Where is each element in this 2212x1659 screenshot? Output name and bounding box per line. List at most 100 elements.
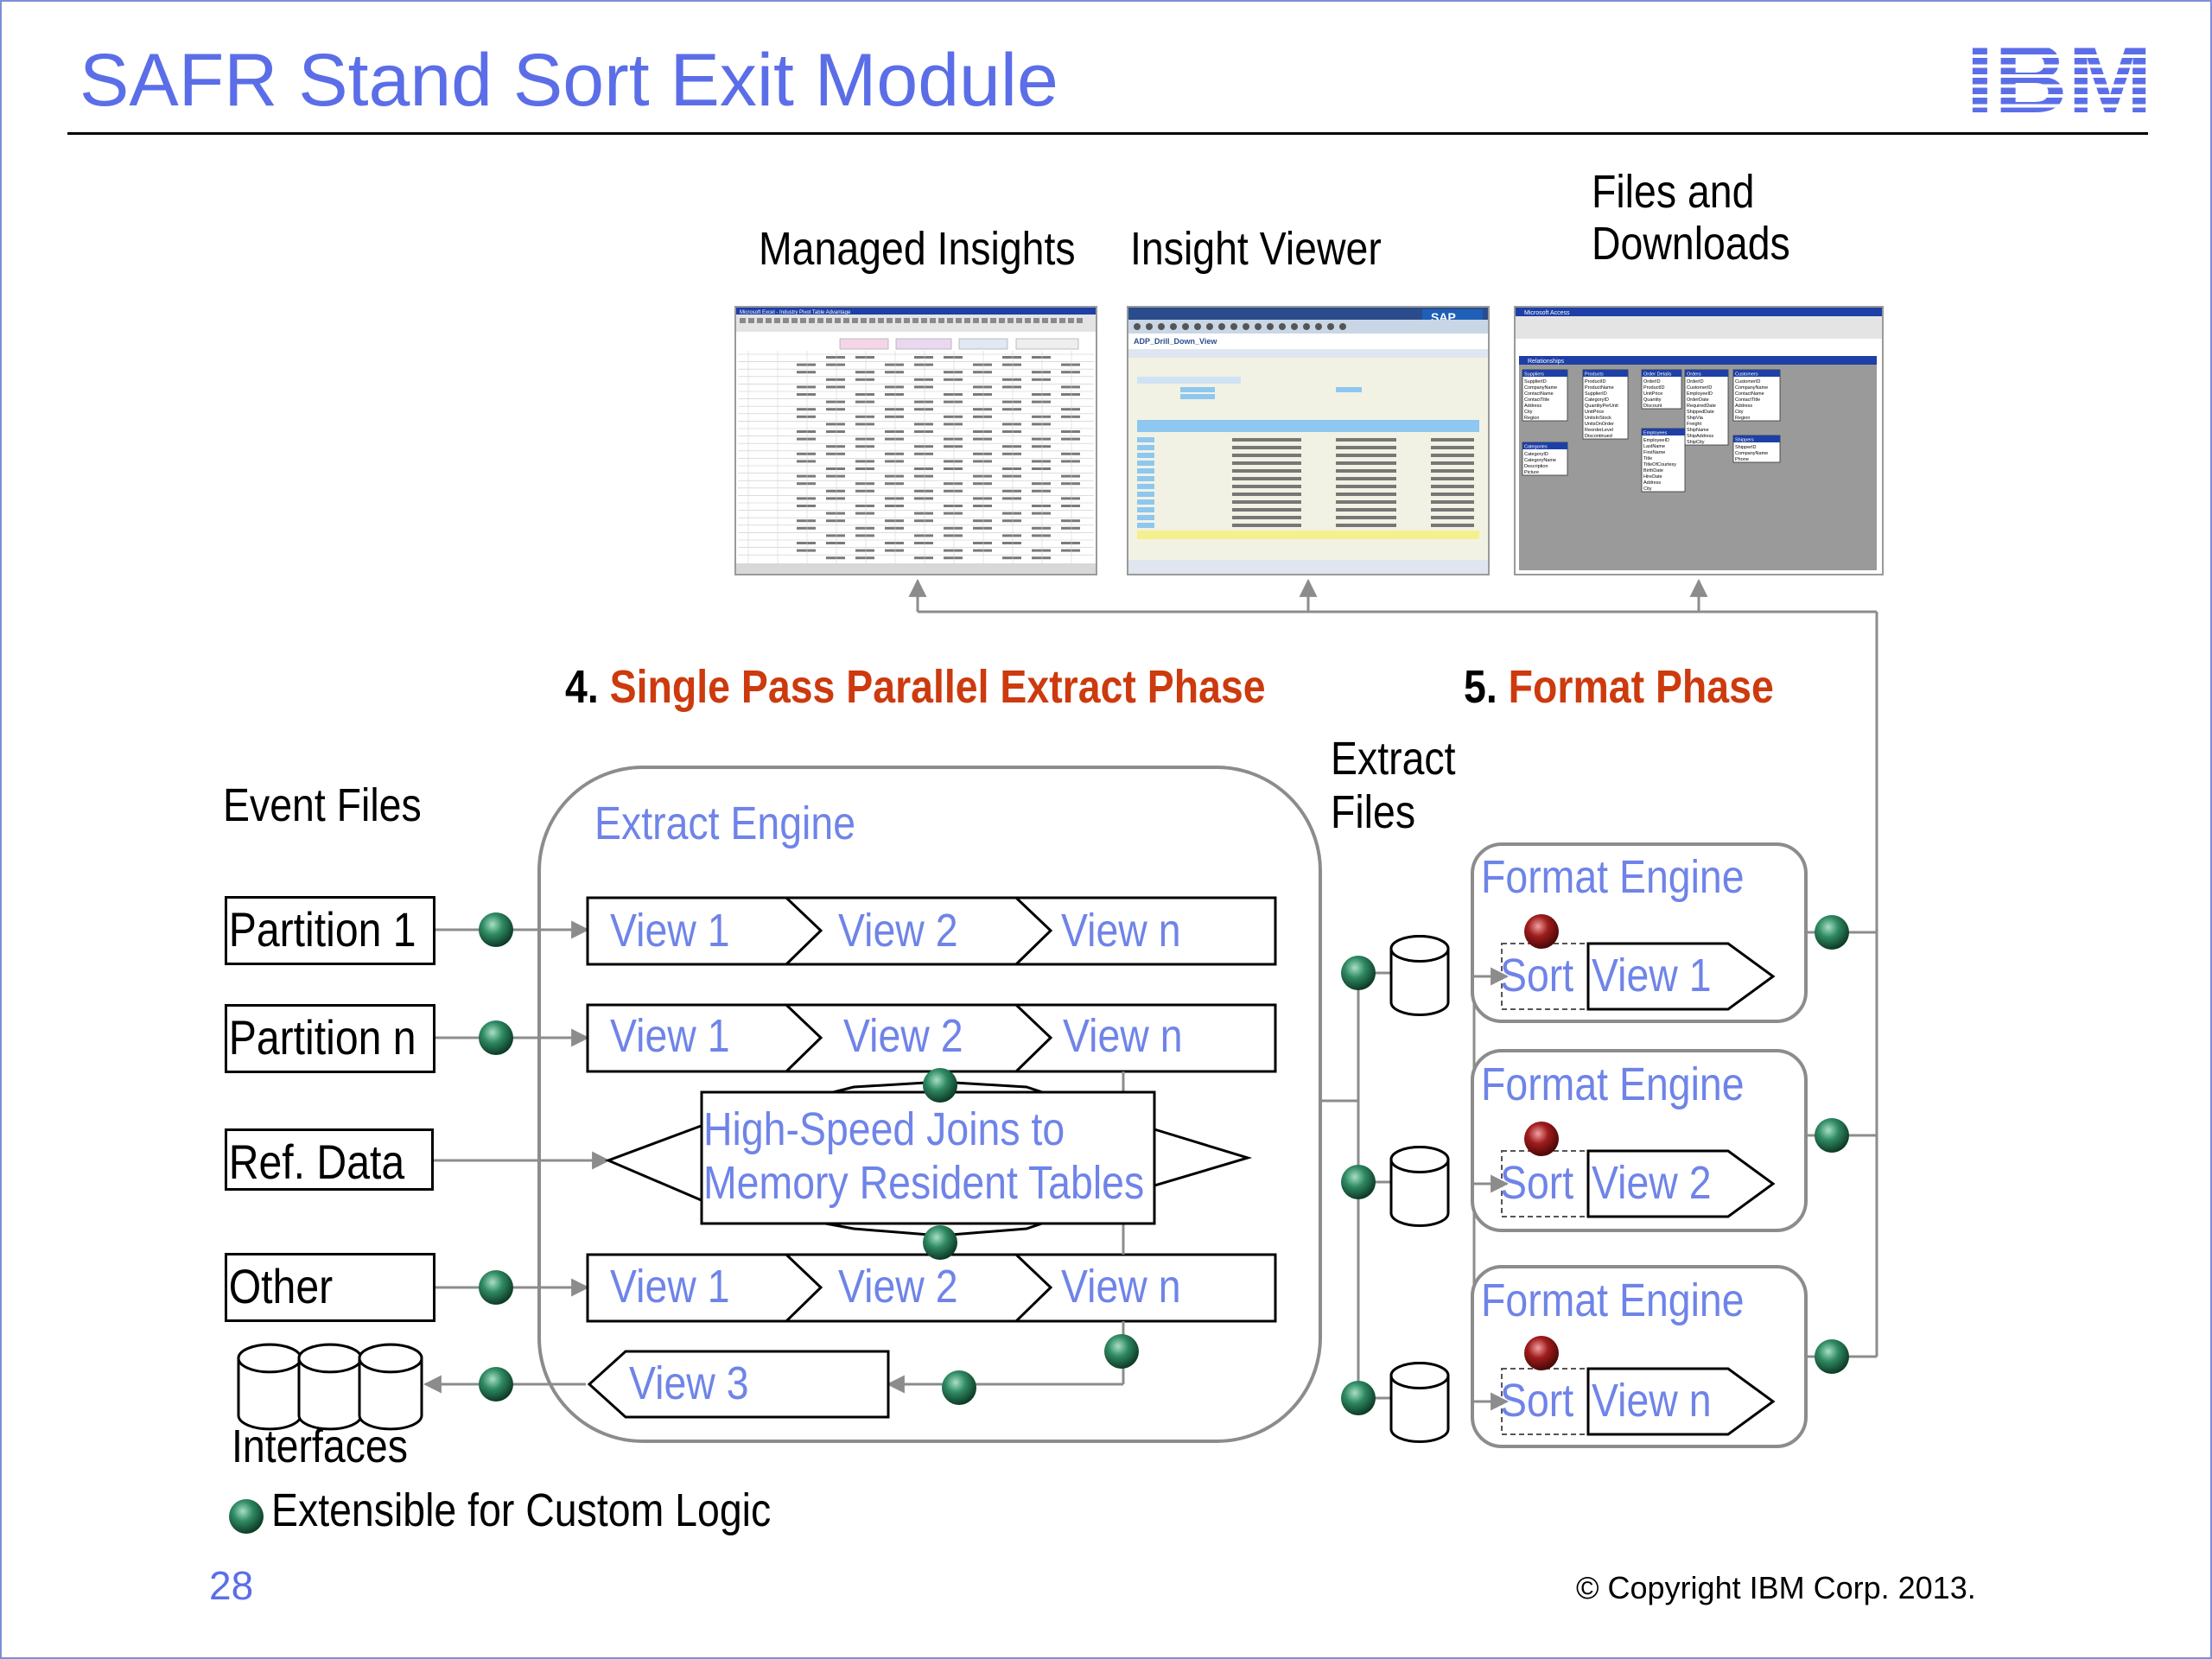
svg-text:FirstName: FirstName bbox=[1643, 450, 1665, 455]
ref-data-label: Ref. Data bbox=[228, 1135, 405, 1189]
extract-file-cylinder bbox=[1389, 1145, 1450, 1228]
svg-text:Categories: Categories bbox=[1524, 445, 1548, 450]
svg-text:HireDate: HireDate bbox=[1643, 474, 1662, 480]
svg-text:UnitPrice: UnitPrice bbox=[1585, 410, 1604, 415]
joins-label-line1: High-Speed Joins to bbox=[703, 1103, 1065, 1155]
custom-exit-dot-icon bbox=[923, 1068, 957, 1103]
access-window-title: Microsoft Access bbox=[1524, 310, 1570, 316]
extract-file-cylinder bbox=[1389, 934, 1450, 1017]
access-table: ProductsProductIDProductNameSupplierIDCa… bbox=[1582, 369, 1629, 440]
access-screenshot: Microsoft Access Relationships Suppliers… bbox=[1514, 306, 1884, 575]
joins-label-box bbox=[700, 1090, 1156, 1225]
svg-text:TitleOfCourtesy: TitleOfCourtesy bbox=[1643, 462, 1676, 467]
custom-exit-dot-icon bbox=[1815, 915, 1849, 950]
sap-screen-title: ADP_Drill_Down_View bbox=[1134, 337, 1217, 346]
svg-text:Orders: Orders bbox=[1687, 372, 1701, 378]
svg-text:QuantityPerUnit: QuantityPerUnit bbox=[1585, 404, 1618, 409]
svg-text:ContactTitle: ContactTitle bbox=[1524, 397, 1549, 403]
svg-text:CompanyName: CompanyName bbox=[1735, 451, 1768, 456]
svg-text:ShipperID: ShipperID bbox=[1735, 445, 1756, 450]
format-view-label-1: View 1 bbox=[1592, 950, 1712, 1001]
custom-exit-dot-icon bbox=[479, 1367, 513, 1402]
title-rule bbox=[67, 132, 2148, 135]
sort-exit-dot-icon bbox=[1524, 1122, 1559, 1156]
svg-text:Employees: Employees bbox=[1643, 431, 1667, 436]
svg-text:CategoryID: CategoryID bbox=[1585, 397, 1609, 403]
spreadsheet-grid bbox=[738, 351, 1094, 563]
svg-text:UnitsOnOrder: UnitsOnOrder bbox=[1585, 422, 1614, 427]
svg-text:ContactTitle: ContactTitle bbox=[1735, 397, 1760, 403]
sort-exit-dot-icon bbox=[1524, 914, 1559, 949]
view3-box bbox=[587, 1350, 890, 1419]
spreadsheet-thumbnail: Microsoft Excel - Industry Pivot Table A… bbox=[736, 308, 1096, 574]
access-table: OrdersOrderIDCustomerIDEmployeeIDOrderDa… bbox=[1684, 369, 1729, 446]
svg-text:Products: Products bbox=[1585, 372, 1604, 378]
svg-text:ProductID: ProductID bbox=[1585, 379, 1605, 385]
row1-viewn: View n bbox=[1061, 905, 1181, 957]
svg-text:RequiredDate: RequiredDate bbox=[1687, 404, 1716, 409]
svg-text:Discontinued: Discontinued bbox=[1585, 434, 1612, 439]
sap-table bbox=[1137, 437, 1474, 528]
svg-text:Discount: Discount bbox=[1643, 404, 1662, 409]
svg-text:CustomerID: CustomerID bbox=[1735, 379, 1760, 385]
files-downloads-label-line2: Downloads bbox=[1592, 218, 1790, 270]
format-engine-label-2: Format Engine bbox=[1481, 1058, 1745, 1110]
spreadsheet-window-title: Microsoft Excel - Industry Pivot Table A… bbox=[740, 310, 851, 315]
svg-text:Region: Region bbox=[1524, 416, 1539, 421]
svg-text:City: City bbox=[1735, 410, 1744, 415]
format-phase-name: Format Phase bbox=[1508, 661, 1774, 713]
row1-view1: View 1 bbox=[610, 905, 730, 957]
svg-text:LastName: LastName bbox=[1643, 444, 1665, 449]
svg-text:ReorderLevel: ReorderLevel bbox=[1585, 428, 1613, 433]
svg-text:Region: Region bbox=[1735, 416, 1750, 421]
svg-text:ContactName: ContactName bbox=[1524, 391, 1554, 397]
svg-text:EmployeeID: EmployeeID bbox=[1687, 391, 1713, 397]
svg-text:ShipAddress: ShipAddress bbox=[1687, 434, 1713, 439]
insight-viewer-label: Insight Viewer bbox=[1130, 223, 1382, 275]
row2-view2: View 2 bbox=[843, 1010, 963, 1062]
copyright: © Copyright IBM Corp. 2013. bbox=[1576, 1570, 1976, 1605]
svg-text:ContactName: ContactName bbox=[1735, 391, 1764, 397]
svg-text:ShipVia: ShipVia bbox=[1687, 416, 1704, 421]
interface-cylinders bbox=[237, 1343, 423, 1431]
interface-cylinder bbox=[237, 1343, 302, 1431]
svg-text:CategoryID: CategoryID bbox=[1524, 452, 1548, 457]
custom-exit-dot-icon bbox=[1341, 956, 1376, 990]
format-sort-label-1: Sort bbox=[1500, 950, 1574, 1001]
custom-exit-points bbox=[479, 912, 1849, 1415]
svg-text:BirthDate: BirthDate bbox=[1643, 468, 1663, 474]
format-view-box-3 bbox=[1586, 1367, 1776, 1436]
access-table: EmployeesEmployeeIDLastNameFirstNameTitl… bbox=[1641, 428, 1686, 493]
spreadsheet-toolbar bbox=[740, 318, 1083, 323]
partition1-box: Partition 1 bbox=[225, 896, 435, 965]
custom-exit-dot-icon bbox=[1341, 1381, 1376, 1415]
row2-view1: View 1 bbox=[610, 1010, 730, 1062]
svg-text:CompanyName: CompanyName bbox=[1524, 385, 1557, 391]
custom-exit-dot-icon bbox=[942, 1370, 976, 1405]
view-chain-2 bbox=[586, 1003, 1277, 1073]
svg-text:ShipCity: ShipCity bbox=[1687, 440, 1705, 445]
svg-text:OrderID: OrderID bbox=[1643, 379, 1661, 385]
format-sort-label-3: Sort bbox=[1500, 1375, 1574, 1427]
sap-toolbar bbox=[1134, 323, 1346, 330]
access-table: CategoriesCategoryIDCategoryNameDescript… bbox=[1522, 442, 1568, 476]
svg-text:Title: Title bbox=[1643, 456, 1652, 461]
slide-title: SAFR Stand Sort Exit Module bbox=[79, 39, 1058, 122]
extract-phase-name: Single Pass Parallel Extract Phase bbox=[609, 661, 1266, 713]
managed-insights-label: Managed Insights bbox=[759, 223, 1076, 275]
format-phase-number: 5. bbox=[1464, 661, 1497, 713]
custom-exit-dot-icon bbox=[1104, 1334, 1139, 1369]
svg-text:Address: Address bbox=[1735, 404, 1752, 409]
ibm-logo: IBM bbox=[1966, 38, 2152, 118]
sort-exit-dot-icon bbox=[1524, 1336, 1559, 1370]
custom-exit-dot-icon bbox=[1341, 1165, 1376, 1199]
custom-exit-dot-icon bbox=[923, 1225, 957, 1260]
svg-text:City: City bbox=[1643, 486, 1652, 492]
svg-text:UnitsInStock: UnitsInStock bbox=[1585, 416, 1611, 421]
joins-label-line2: Memory Resident Tables bbox=[703, 1157, 1145, 1209]
format-view-label-2: View 2 bbox=[1592, 1157, 1712, 1209]
svg-text:Order Details: Order Details bbox=[1643, 372, 1672, 378]
format-view-box-1 bbox=[1586, 942, 1776, 1011]
view3-label: View 3 bbox=[629, 1357, 749, 1409]
